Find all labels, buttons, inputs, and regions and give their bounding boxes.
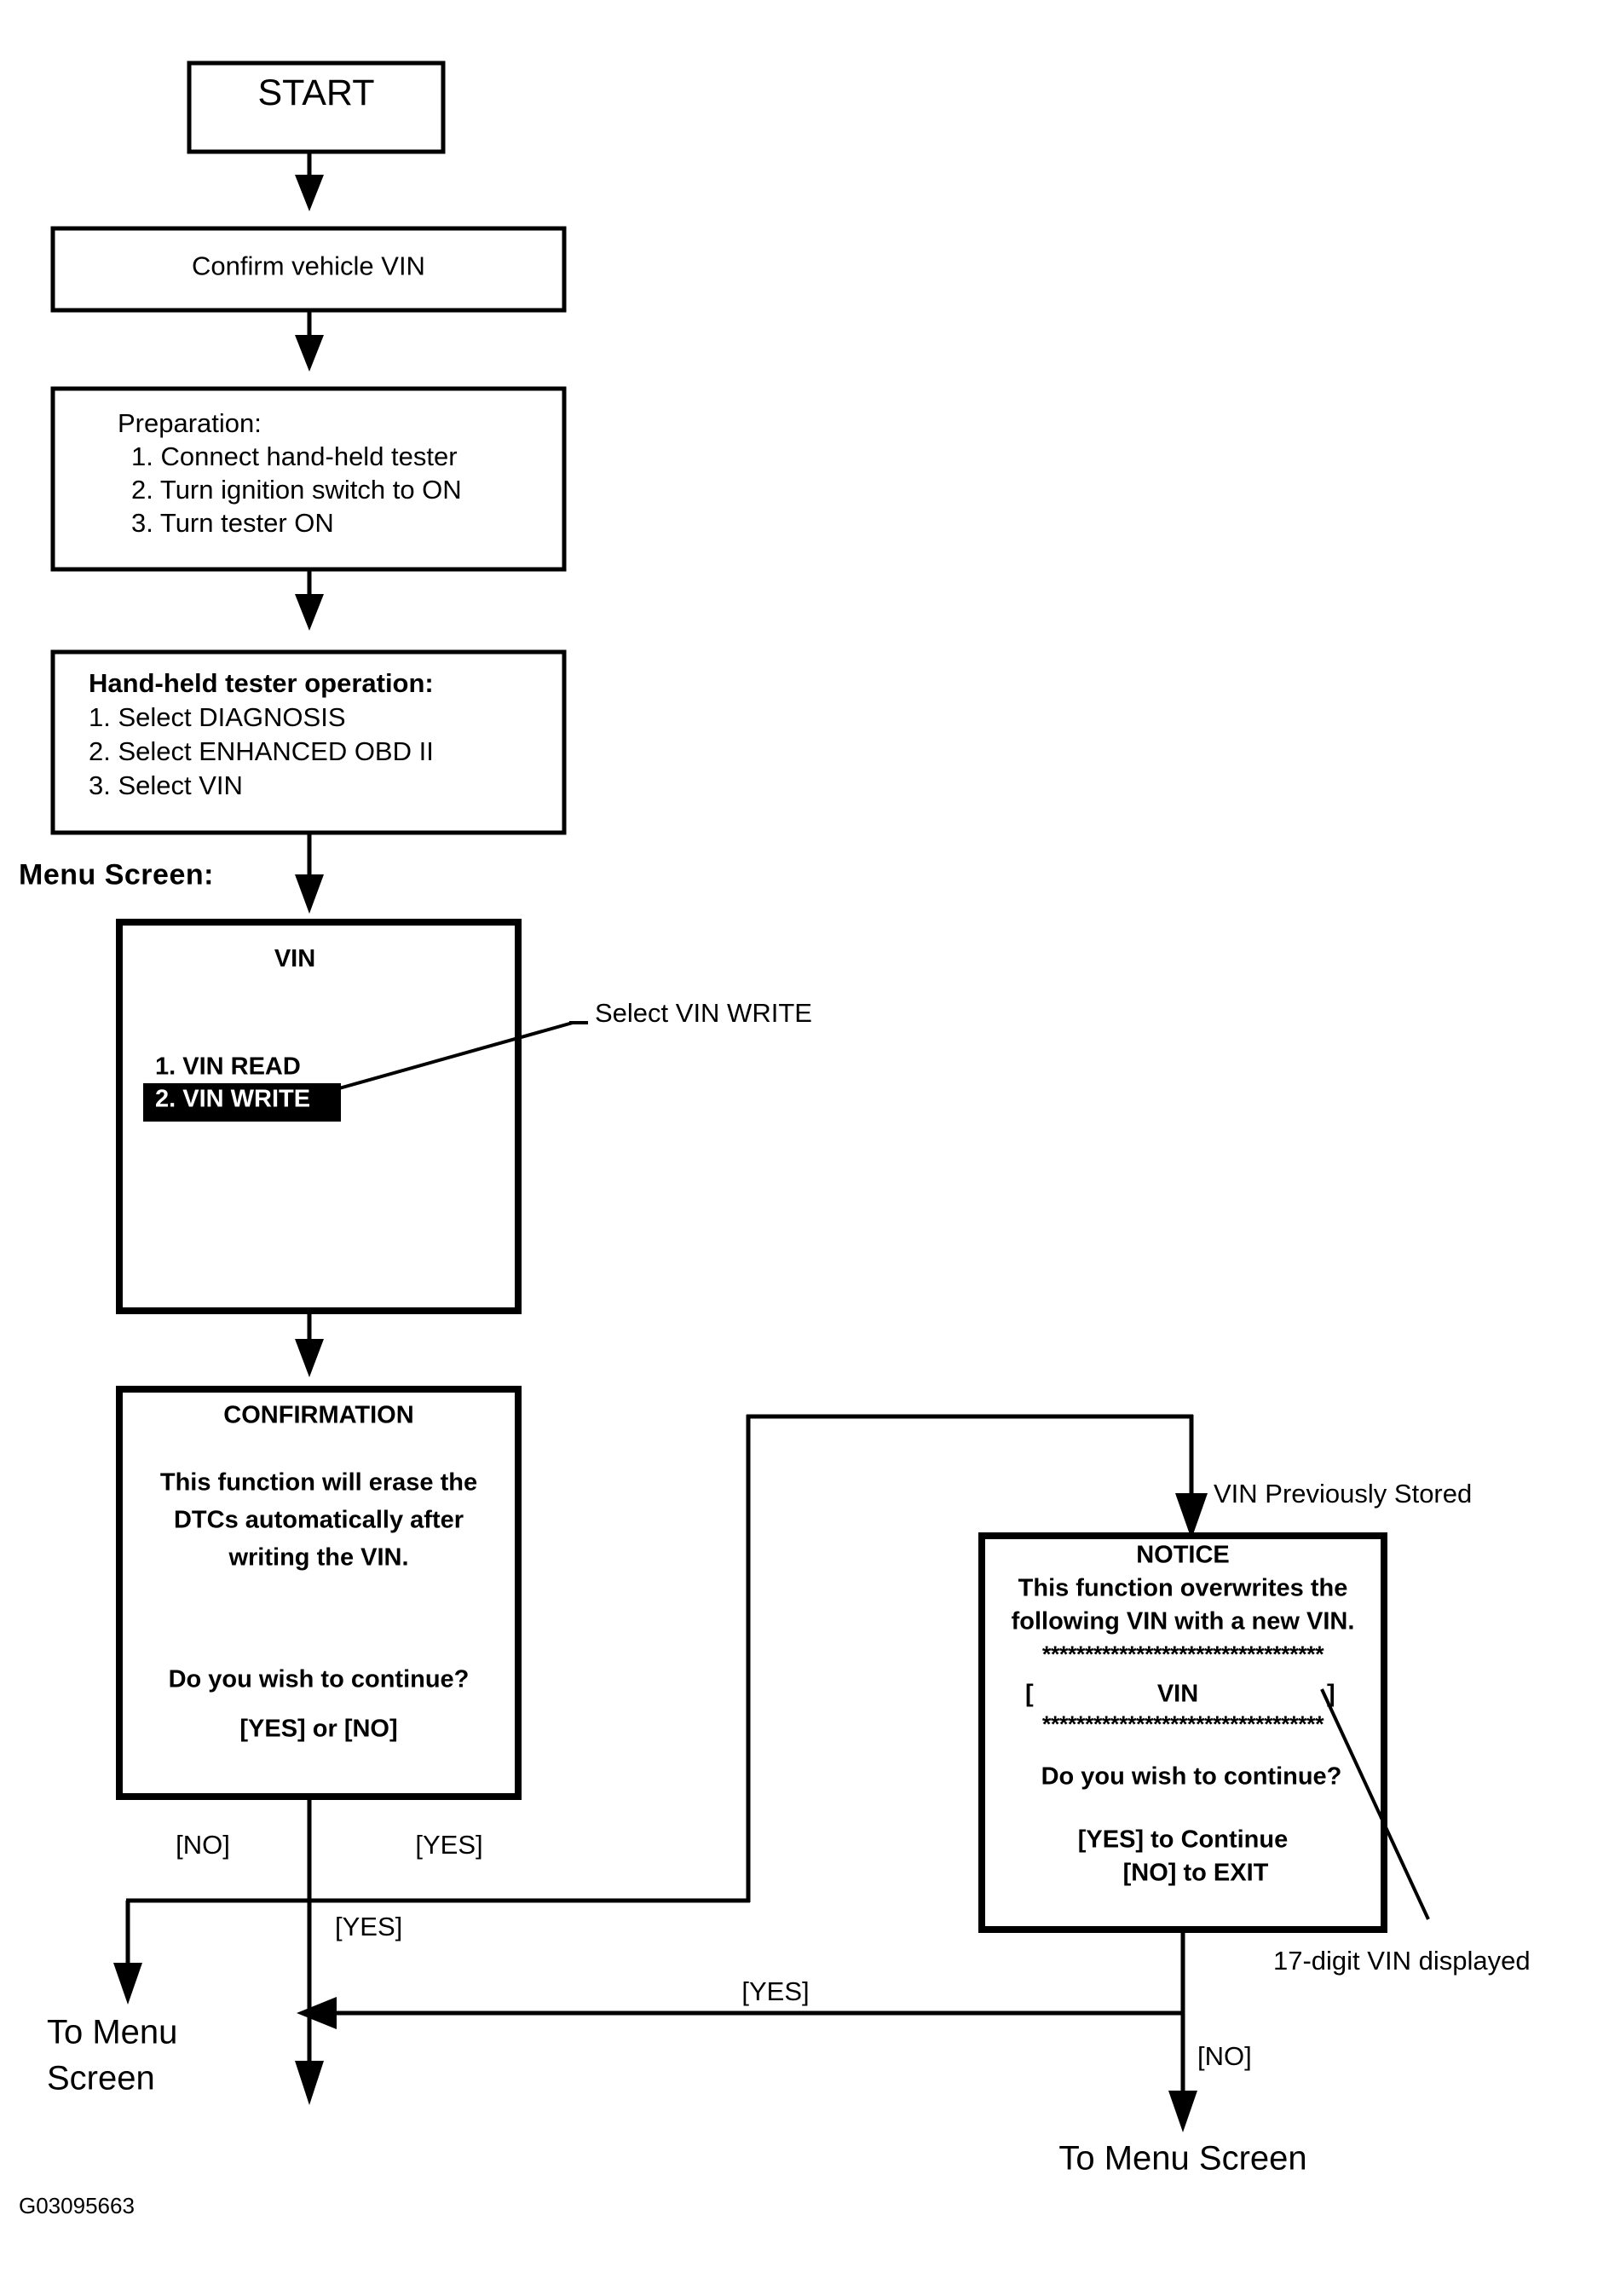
confirmation-body-line-3: writing the VIN. xyxy=(228,1543,408,1571)
arrowhead-notice-no xyxy=(1168,2091,1197,2132)
arrowhead-notice-yes-return xyxy=(297,1997,337,2029)
notice-separator-top: ********************************* xyxy=(1042,1641,1324,1667)
confirmation-screen-box xyxy=(116,1386,522,1800)
menu-option-vin-write[interactable]: 2. VIN WRITE xyxy=(155,1085,310,1112)
terminal-to-menu-screen-left-line2: Screen xyxy=(47,2060,155,2097)
preparation-item-3: 3. Turn tester ON xyxy=(131,508,334,538)
tester-operation-item-2: 2. Select ENHANCED OBD II xyxy=(89,736,434,766)
arrowhead-start-to-confirm xyxy=(295,175,324,211)
terminal-to-menu-screen-left-line1: To Menu xyxy=(47,2014,177,2051)
callout-leader-17-digit-vin xyxy=(1320,1688,1430,1920)
preparation-item-2: 2. Turn ignition switch to ON xyxy=(131,475,462,505)
confirmation-question: Do you wish to continue? xyxy=(169,1665,470,1693)
callout-select-vin-write: Select VIN WRITE xyxy=(595,998,812,1028)
tester-operation-item-3: 3. Select VIN xyxy=(89,770,243,800)
arrowhead-tester-to-menu xyxy=(295,874,324,914)
arrowhead-confirm-to-preparation xyxy=(295,335,324,372)
confirmation-body-line-1: This function will erase the xyxy=(160,1468,477,1496)
confirm-vehicle-vin-box xyxy=(50,226,567,313)
preparation-heading: Preparation: xyxy=(118,408,262,438)
confirmation-answer-prompt: [YES] or [NO] xyxy=(239,1715,397,1742)
notice-body-line-1: This function overwrites the xyxy=(1018,1574,1348,1601)
edge-label-notice-yes: [YES] xyxy=(741,1976,809,2006)
menu-option-vin-write-highlight[interactable] xyxy=(143,1083,341,1122)
arrowhead-preparation-to-tester xyxy=(295,594,324,631)
menu-option-vin-read[interactable]: 1. VIN READ xyxy=(155,1053,301,1080)
confirmation-title: CONFIRMATION xyxy=(223,1401,413,1428)
confirm-vehicle-vin-label: Confirm vehicle VIN xyxy=(192,251,425,280)
callout-17-digit-vin: 17-digit VIN displayed xyxy=(1273,1946,1531,1976)
notice-vin-field-label: VIN xyxy=(1157,1680,1198,1707)
edge-label-notice-no: [NO] xyxy=(1197,2041,1252,2071)
edge-label-confirmation-yes-right: [YES] xyxy=(415,1830,482,1860)
edge-label-confirmation-yes-down: [YES] xyxy=(335,1912,402,1941)
preparation-box xyxy=(50,386,567,572)
arrowhead-trunk-bottom xyxy=(295,2061,324,2105)
notice-separator-bottom: ********************************* xyxy=(1042,1711,1324,1737)
notice-body-line-2: following VIN with a new VIN. xyxy=(1012,1607,1355,1635)
tester-operation-heading: Hand-held tester operation: xyxy=(89,668,434,698)
arrowhead-menu-to-confirmation xyxy=(295,1339,324,1377)
notice-title: NOTICE xyxy=(1136,1541,1230,1568)
notice-vin-field-close: ] xyxy=(1327,1680,1335,1707)
notice-screen-box xyxy=(978,1532,1387,1933)
edge-label-confirmation-no: [NO] xyxy=(176,1830,230,1860)
menu-screen-label: Menu Screen: xyxy=(19,858,214,891)
notice-entry-label: VIN Previously Stored xyxy=(1214,1479,1472,1509)
preparation-item-1: 1. Connect hand-held tester xyxy=(131,441,458,471)
start-box xyxy=(187,61,446,154)
confirmation-body-line-2: DTCs automatically after xyxy=(174,1506,464,1533)
vin-menu-screen-title: VIN xyxy=(274,945,315,972)
terminal-to-menu-screen-right: To Menu Screen xyxy=(1058,2140,1306,2178)
notice-question: Do you wish to continue? xyxy=(1041,1762,1342,1790)
arrowhead-into-notice xyxy=(1175,1493,1208,1539)
figure-id: G03095663 xyxy=(19,2193,135,2218)
tester-operation-item-1: 1. Select DIAGNOSIS xyxy=(89,702,346,732)
notice-yes-action: [YES] to Continue xyxy=(1078,1826,1288,1853)
arrowhead-confirmation-no xyxy=(113,1963,142,2005)
notice-vin-field-open: [ xyxy=(1025,1680,1034,1707)
start-label: START xyxy=(258,72,375,113)
notice-no-action: [NO] to EXIT xyxy=(1123,1859,1269,1886)
callout-leader-select-vin-write xyxy=(338,1021,574,1090)
